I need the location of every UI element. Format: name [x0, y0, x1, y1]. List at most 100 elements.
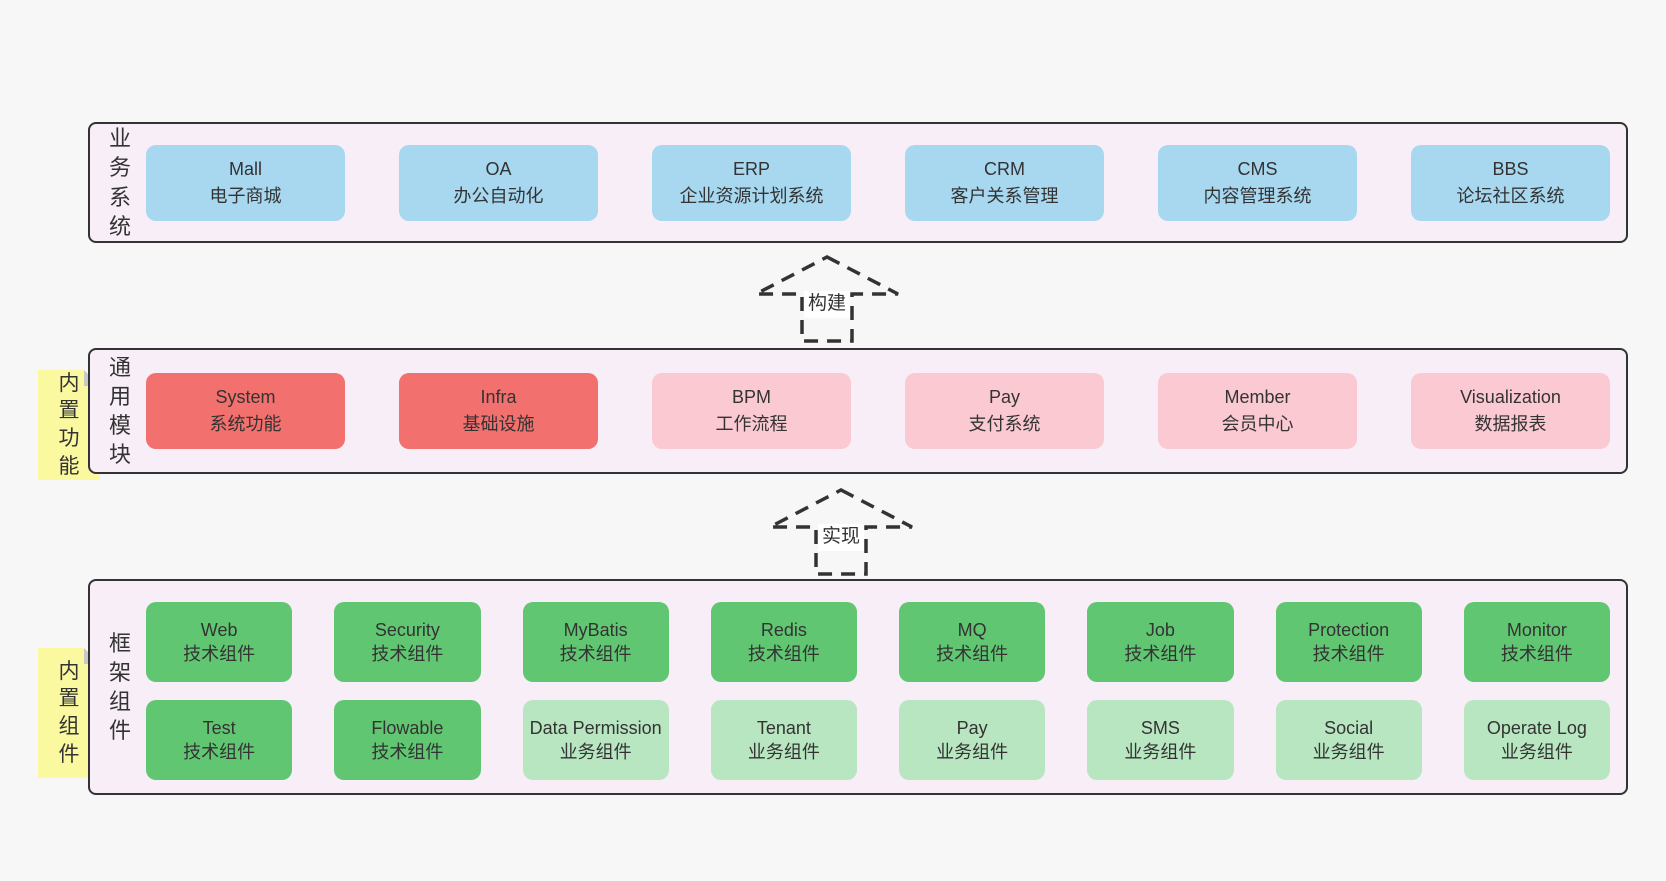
system-box-crm: CRM 客户关系管理	[905, 144, 1104, 221]
box-subtitle: 工作流程	[715, 414, 788, 434]
section-common-modules: 通用模块 System 系统功能 Infra 基础设施 BPM 工作流程 Pay…	[88, 348, 1628, 474]
section-label-text: 业务系统	[108, 126, 131, 239]
system-box-erp: ERP 企业资源计划系统	[652, 144, 851, 221]
component-box-operate-log: Operate Log 业务组件	[1463, 700, 1610, 780]
box-title: ERP	[732, 158, 770, 179]
box-title: Web	[200, 619, 238, 640]
system-box-mall: Mall 电子商城	[146, 144, 345, 221]
box-subtitle: 业务组件	[559, 742, 632, 762]
box-title: Data Permission	[529, 717, 662, 738]
box-subtitle: 支付系统	[968, 414, 1041, 434]
component-box-flowable: Flowable 技术组件	[334, 700, 481, 780]
component-box-security: Security 技术组件	[334, 602, 481, 682]
arrow-label: 构建	[803, 291, 851, 318]
box-title: MQ	[957, 619, 987, 640]
system-box-oa: OA 办公自动化	[399, 144, 598, 221]
sticky-note-text: 内置组件	[58, 659, 80, 766]
sticky-note-text: 内置功能	[58, 371, 80, 478]
component-box-mybatis: MyBatis 技术组件	[522, 602, 669, 682]
box-subtitle: 办公自动化	[453, 185, 544, 206]
component-box-test: Test 技术组件	[146, 700, 293, 780]
component-box-redis: Redis 技术组件	[710, 602, 857, 682]
box-subtitle: 技术组件	[559, 644, 632, 664]
module-box-pay: Pay 支付系统	[905, 373, 1104, 449]
box-title: Test	[202, 717, 236, 738]
component-box-monitor: Monitor 技术组件	[1463, 602, 1610, 682]
component-box-data-permission: Data Permission 业务组件	[522, 700, 669, 780]
section-label-text: 通用模块	[108, 354, 131, 468]
arrow-implement: 实现	[766, 486, 916, 578]
arrow-build: 构建	[752, 253, 902, 345]
module-box-visualization: Visualization 数据报表	[1411, 373, 1610, 449]
section-framework-components: 框架组件 Web 技术组件 Security 技术组件 MyBatis 技术组件…	[88, 579, 1628, 795]
box-title: BPM	[731, 387, 771, 407]
box-subtitle: 业务组件	[936, 742, 1009, 762]
business-systems-row: Mall 电子商城 OA 办公自动化 ERP 企业资源计划系统 CRM 客户关系…	[146, 124, 1610, 241]
section-business-systems: 业务系统 Mall 电子商城 OA 办公自动化 ERP 企业资源计划系统 CRM…	[88, 122, 1628, 243]
component-box-mq: MQ 技术组件	[899, 602, 1046, 682]
box-title: Social	[1324, 717, 1374, 738]
arrow-label: 实现	[817, 524, 865, 551]
component-box-sms: SMS 业务组件	[1087, 700, 1234, 780]
module-box-member: Member 会员中心	[1158, 373, 1357, 449]
box-subtitle: 技术组件	[936, 644, 1009, 664]
box-title: Tenant	[756, 717, 811, 738]
box-subtitle: 技术组件	[1312, 644, 1385, 664]
module-box-bpm: BPM 工作流程	[652, 373, 851, 449]
box-title: Security	[374, 619, 440, 640]
box-title: SMS	[1140, 717, 1180, 738]
box-subtitle: 论坛社区系统	[1456, 185, 1565, 206]
box-subtitle: 数据报表	[1474, 414, 1547, 434]
box-subtitle: 业务组件	[1312, 742, 1385, 762]
dashed-up-arrow-icon	[769, 488, 913, 576]
box-subtitle: 技术组件	[371, 742, 444, 762]
component-box-protection: Protection 技术组件	[1275, 602, 1422, 682]
system-box-bbs: BBS 论坛社区系统	[1411, 144, 1610, 221]
box-title: Protection	[1308, 619, 1390, 640]
module-box-system: System 系统功能	[146, 373, 345, 449]
component-box-job: Job 技术组件	[1087, 602, 1234, 682]
box-subtitle: 业务组件	[1500, 742, 1573, 762]
box-subtitle: 系统功能	[209, 414, 282, 434]
box-title: CRM	[984, 158, 1025, 179]
box-title: Flowable	[371, 717, 444, 738]
section-label-business-systems: 业务系统	[104, 124, 136, 241]
box-title: OA	[485, 158, 512, 179]
box-title: Monitor	[1506, 619, 1567, 640]
box-subtitle: 技术组件	[183, 742, 256, 762]
box-subtitle: 技术组件	[1124, 644, 1197, 664]
box-title: Mall	[228, 158, 262, 179]
section-label-common-modules: 通用模块	[104, 350, 136, 472]
box-subtitle: 会员中心	[1221, 414, 1294, 434]
box-title: Pay	[956, 717, 988, 738]
section-label-text: 框架组件	[108, 630, 131, 744]
component-box-tenant: Tenant 业务组件	[710, 700, 857, 780]
box-subtitle: 技术组件	[371, 644, 444, 664]
box-title: BBS	[1492, 158, 1529, 179]
component-box-social: Social 业务组件	[1275, 700, 1422, 780]
box-subtitle: 业务组件	[747, 742, 820, 762]
box-title: Operate Log	[1486, 717, 1587, 738]
common-modules-row: System 系统功能 Infra 基础设施 BPM 工作流程 Pay 支付系统…	[146, 350, 1610, 472]
framework-components-grid: Web 技术组件 Security 技术组件 MyBatis 技术组件 Redi…	[146, 602, 1610, 780]
box-subtitle: 基础设施	[462, 414, 535, 434]
module-box-infra: Infra 基础设施	[399, 373, 598, 449]
box-subtitle: 技术组件	[747, 644, 820, 664]
box-subtitle: 企业资源计划系统	[679, 185, 824, 206]
box-subtitle: 技术组件	[183, 644, 256, 664]
box-title: Visualization	[1460, 387, 1561, 407]
system-box-cms: CMS 内容管理系统	[1158, 144, 1357, 221]
component-box-web: Web 技术组件	[146, 602, 293, 682]
box-subtitle: 电子商城	[209, 185, 282, 206]
box-title: Pay	[988, 387, 1021, 407]
box-subtitle: 业务组件	[1124, 742, 1197, 762]
box-title: Infra	[480, 387, 517, 407]
box-title: System	[215, 387, 276, 407]
box-title: Redis	[760, 619, 807, 640]
box-title: MyBatis	[563, 619, 628, 640]
box-title: CMS	[1237, 158, 1278, 179]
box-subtitle: 技术组件	[1500, 644, 1573, 664]
box-title: Job	[1145, 619, 1175, 640]
dashed-up-arrow-icon	[755, 255, 899, 343]
